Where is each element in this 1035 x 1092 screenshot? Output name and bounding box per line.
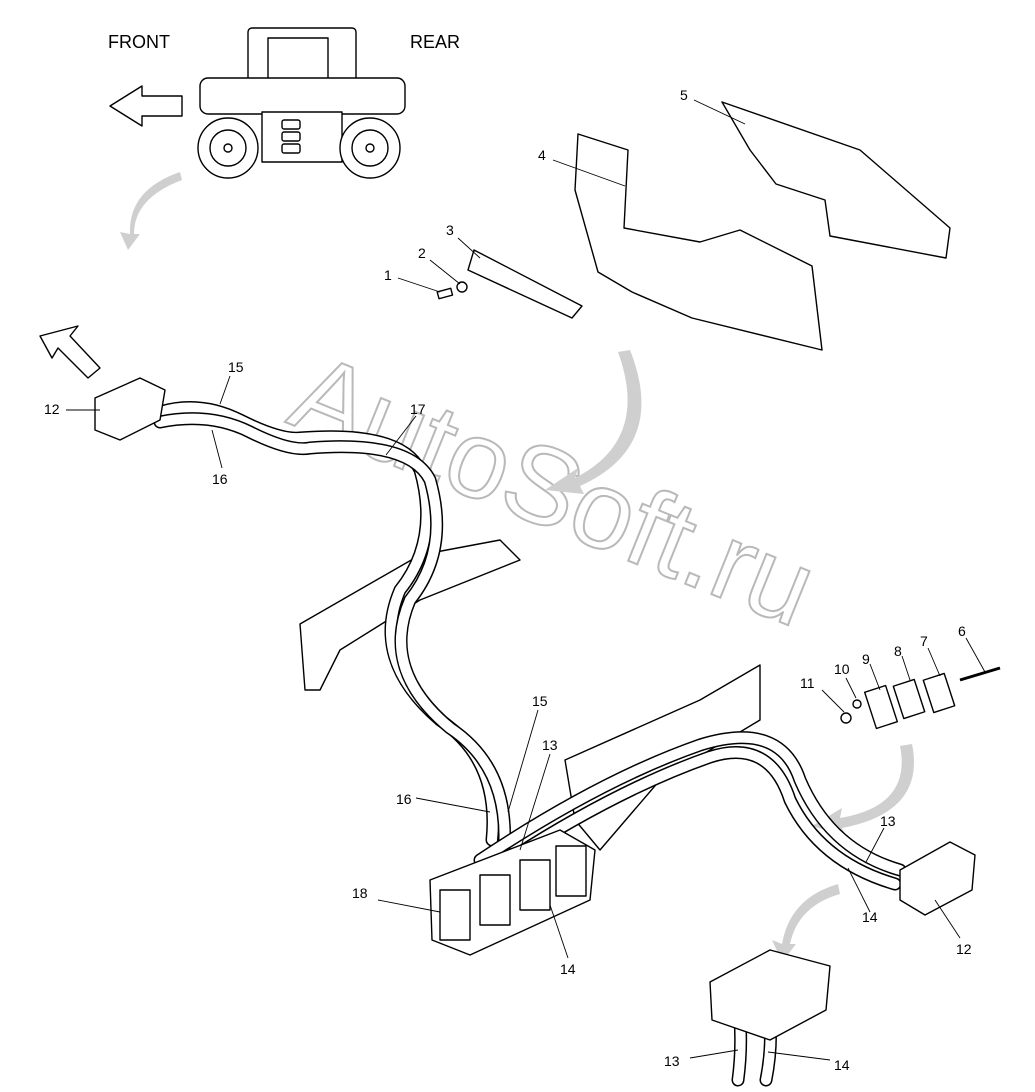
- callout-13-detail: 13: [664, 1053, 680, 1069]
- pump-manifold: [429, 829, 596, 956]
- callout-6: 6: [958, 623, 966, 639]
- callout-10: 10: [834, 661, 850, 677]
- hose-assembly: [153, 401, 907, 1087]
- callout-13-lower: 13: [542, 737, 558, 753]
- callout-14-detail: 14: [834, 1057, 850, 1073]
- callout-18: 18: [352, 885, 368, 901]
- leader-lines: [66, 99, 986, 1061]
- callout-15-lower: 15: [532, 693, 548, 709]
- valve-block-front: [94, 377, 166, 441]
- guide-arrow-icon-4: [772, 884, 840, 962]
- frame-bracket-upper: [299, 539, 521, 691]
- nut-part-11: [840, 712, 852, 724]
- guide-arrow-icon-2: [545, 350, 642, 494]
- callout-16: 16: [212, 471, 228, 487]
- washer-part-10: [852, 699, 862, 709]
- callout-17: 17: [410, 401, 426, 417]
- callout-9: 9: [862, 651, 870, 667]
- guide-arrow-icon-3: [812, 744, 914, 836]
- front-direction-arrow-icon-2: [39, 325, 101, 379]
- front-direction-arrow-icon: [109, 85, 183, 127]
- bracket-part: [467, 249, 583, 319]
- washer-part: [456, 281, 468, 293]
- callout-14-lower: 14: [560, 961, 576, 977]
- rear-label: REAR: [410, 32, 460, 52]
- callout-2: 2: [418, 245, 426, 261]
- front-label: FRONT: [108, 32, 170, 52]
- clamp-part-7: [922, 672, 956, 714]
- callout-16-lower: 16: [396, 791, 412, 807]
- callout-13-rear: 13: [880, 813, 896, 829]
- rod-part: [959, 666, 1001, 682]
- callout-12: 12: [44, 401, 60, 417]
- hood-panel-part: [721, 101, 951, 259]
- callout-8: 8: [894, 643, 902, 659]
- valve-block-detail: [709, 949, 831, 1041]
- callout-14-rear: 14: [862, 909, 878, 925]
- callout-11: 11: [800, 675, 815, 691]
- clamp-part-8: [892, 678, 926, 720]
- callout-7: 7: [920, 633, 928, 649]
- valve-block-rear: [899, 841, 976, 916]
- roller-machine-icon: [197, 27, 406, 179]
- callout-15: 15: [228, 359, 244, 375]
- callout-12-rear: 12: [956, 941, 972, 957]
- callout-1: 1: [384, 267, 392, 283]
- clamp-part-9: [863, 684, 899, 730]
- callout-3: 3: [446, 222, 454, 238]
- callout-5: 5: [680, 87, 688, 103]
- cover-panel-part: [574, 133, 823, 351]
- callout-4: 4: [538, 147, 546, 163]
- bolt-part: [436, 287, 454, 300]
- guide-arrow-icon: [120, 172, 182, 250]
